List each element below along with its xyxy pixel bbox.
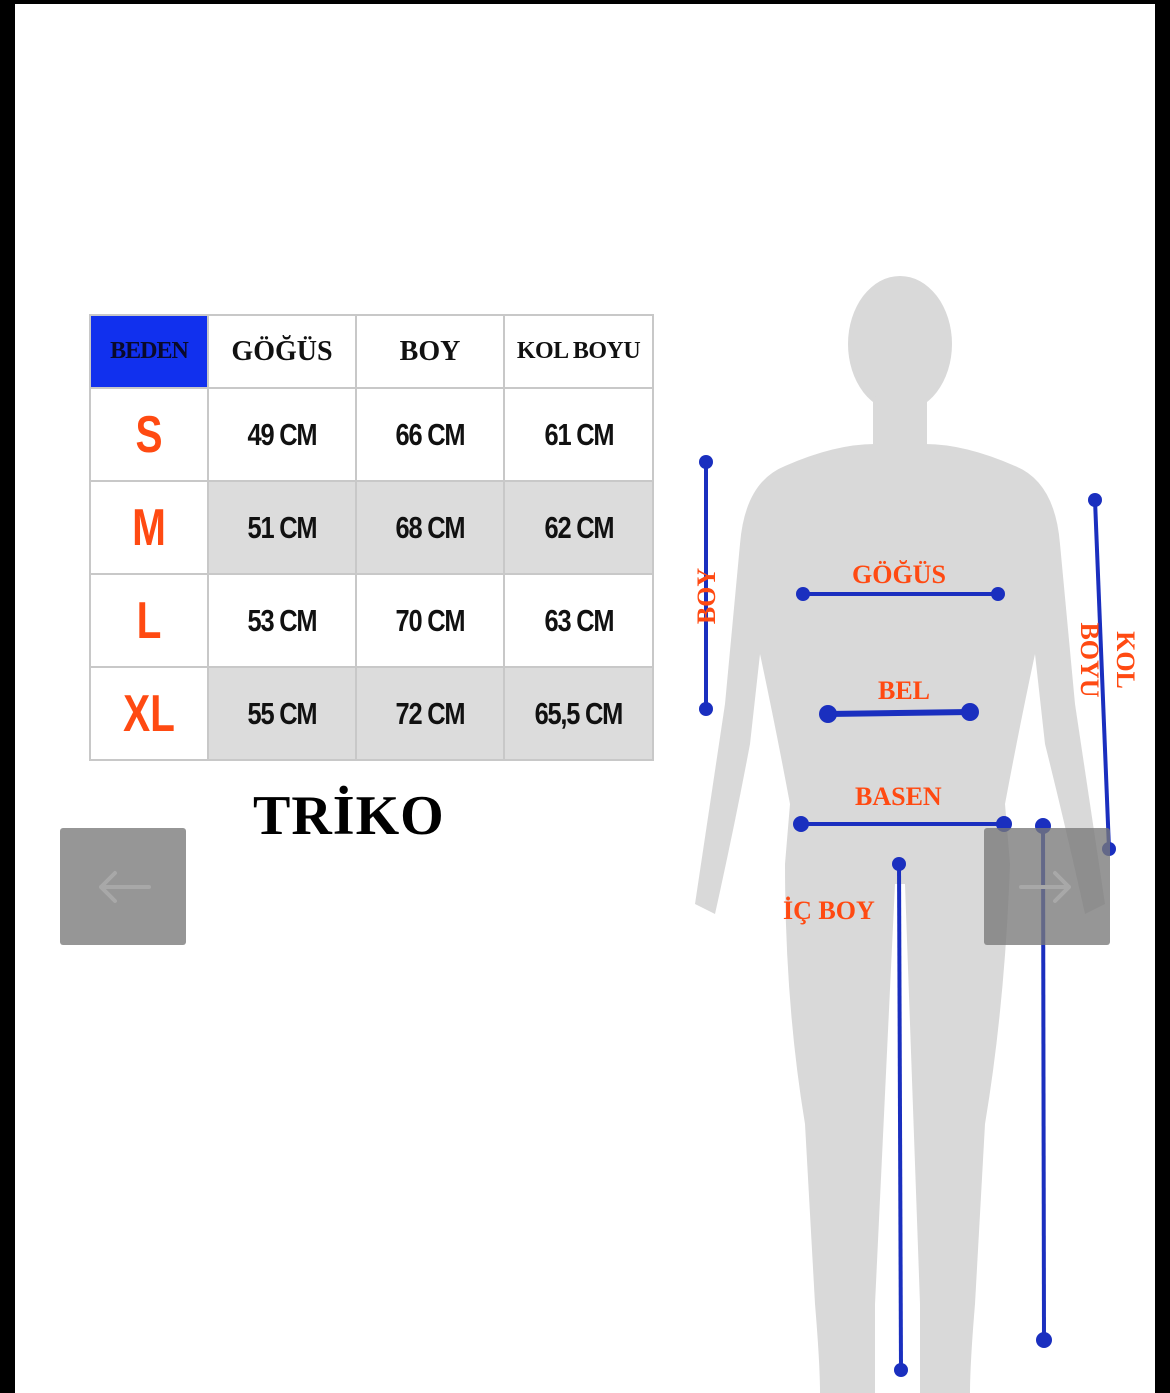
boy-cell: 66 CM [355, 387, 505, 482]
next-image-button[interactable] [984, 828, 1110, 945]
previous-image-button[interactable] [60, 828, 186, 945]
label-gogus: GÖĞÜS [852, 560, 946, 589]
size-chart-table: BEDEN GÖĞÜS BOY KOL BOYU S 49 CM 66 CM 6… [89, 314, 654, 761]
arrow-right-icon [1019, 870, 1071, 903]
kol-boyu-cell: 61 CM [503, 387, 654, 482]
label-bel: BEL [878, 676, 931, 705]
size-cell: L [102, 573, 196, 668]
kol-boyu-cell: 65,5 CM [503, 666, 654, 761]
gogus-cell: 49 CM [207, 387, 357, 482]
label-basen: BASEN [855, 782, 942, 811]
gogus-cell: 53 CM [207, 573, 357, 668]
header-boy: BOY [355, 314, 505, 389]
table-row: M 51 CM 68 CM 62 CM [90, 480, 654, 575]
header-gogus: GÖĞÜS [207, 314, 357, 389]
arrow-left-icon [99, 870, 151, 903]
boy-cell: 72 CM [355, 666, 505, 761]
header-beden: BEDEN [89, 314, 209, 389]
gogus-cell: 51 CM [207, 480, 357, 575]
header-kol-boyu: KOL BOYU [503, 314, 654, 389]
size-cell: S [102, 387, 196, 482]
size-cell: XL [102, 666, 196, 761]
product-image-frame: BOY GÖĞÜS BEL BASEN İÇ BOY KOL BOYU BEDE… [15, 4, 1155, 1393]
label-boy: BOY [692, 567, 721, 625]
kol-boyu-cell: 63 CM [503, 573, 654, 668]
kol-boyu-cell: 62 CM [503, 480, 654, 575]
table-row: S 49 CM 66 CM 61 CM [90, 387, 654, 482]
label-ic-boy: İÇ BOY [783, 896, 875, 925]
label-boyu: BOYU [1075, 622, 1104, 698]
label-kol: KOL [1111, 631, 1140, 689]
gogus-cell: 55 CM [207, 666, 357, 761]
table-row: L 53 CM 70 CM 63 CM [90, 573, 654, 668]
product-type-label: TRİKO [253, 785, 445, 847]
table-header-row: BEDEN GÖĞÜS BOY KOL BOYU [89, 314, 654, 389]
table-row: XL 55 CM 72 CM 65,5 CM [90, 666, 654, 761]
size-cell: M [102, 480, 196, 575]
boy-cell: 68 CM [355, 480, 505, 575]
boy-cell: 70 CM [355, 573, 505, 668]
